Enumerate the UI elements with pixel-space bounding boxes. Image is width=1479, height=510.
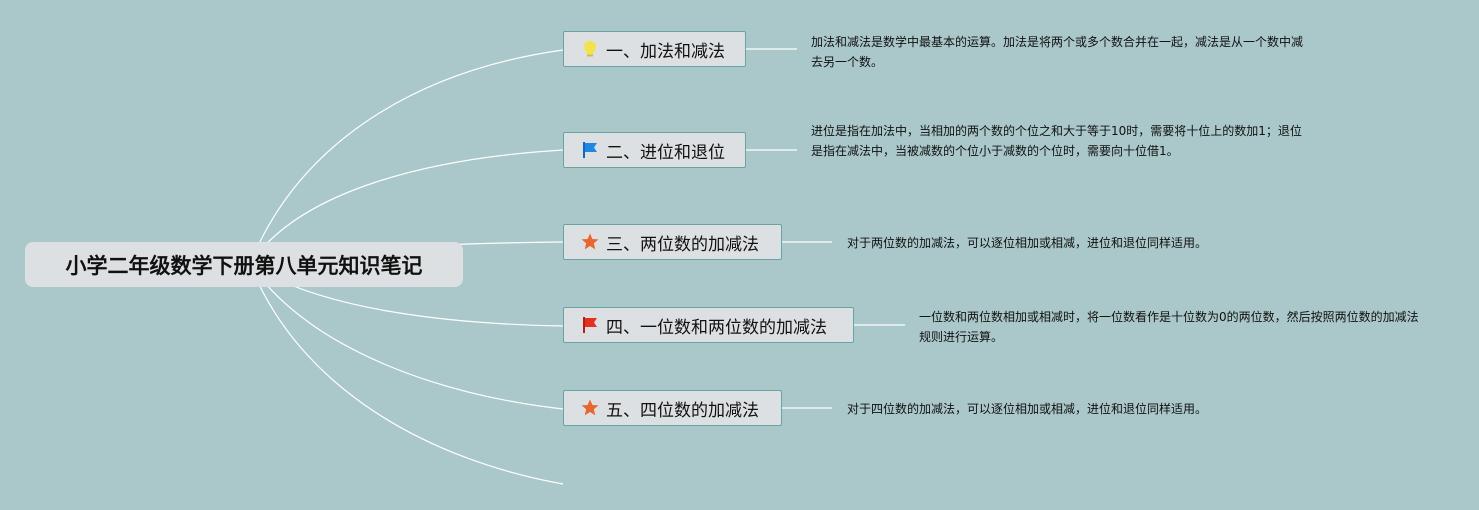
connector-branch-1 — [249, 49, 564, 265]
lightbulb-icon — [580, 39, 600, 59]
branch-topic-5[interactable]: 五、四位数的加减法 — [563, 390, 782, 426]
blue-flag-icon — [580, 140, 600, 160]
branch-label-2: 二、进位和退位 — [606, 142, 725, 163]
root-topic[interactable]: 小学二年级数学下册第八单元知识笔记 — [25, 242, 463, 287]
branch-note-5: 对于四位数的加减法，可以逐位相加或相减，进位和退位同样适用。 — [847, 402, 1208, 416]
star-icon — [580, 398, 600, 418]
branch-label-4: 四、一位数和两位数的加减法 — [606, 317, 827, 338]
branch-label-5: 五、四位数的加减法 — [606, 400, 759, 421]
branch-note-1: 加法和减法是数学中最基本的运算。加法是将两个或多个数合并在一起，减法是从一个数中… — [811, 35, 1304, 69]
branch-topic-4[interactable]: 四、一位数和两位数的加减法 — [563, 307, 854, 343]
root-title: 小学二年级数学下册第八单元知识笔记 — [65, 253, 423, 278]
star-icon — [580, 232, 600, 252]
branch-label-3: 三、两位数的加减法 — [606, 234, 759, 255]
branch-topic-2[interactable]: 二、进位和退位 — [563, 132, 746, 168]
connector-branch-extra — [249, 263, 564, 485]
branch-topic-1[interactable]: 一、加法和减法 — [563, 31, 746, 67]
branch-note-4: 一位数和两位数相加或相减时，将一位数看作是十位数为0的两位数，然后按照两位数的加… — [919, 310, 1419, 344]
branch-note-2: 进位是指在加法中，当相加的两个数的个位之和大于等于10时，需要将十位上的数加1；… — [811, 124, 1302, 158]
branch-note-3: 对于两位数的加减法，可以逐位相加或相减，进位和退位同样适用。 — [847, 236, 1208, 250]
branch-topic-3[interactable]: 三、两位数的加减法 — [563, 224, 782, 260]
branch-label-1: 一、加法和减法 — [606, 41, 725, 62]
red-flag-icon — [580, 315, 600, 335]
